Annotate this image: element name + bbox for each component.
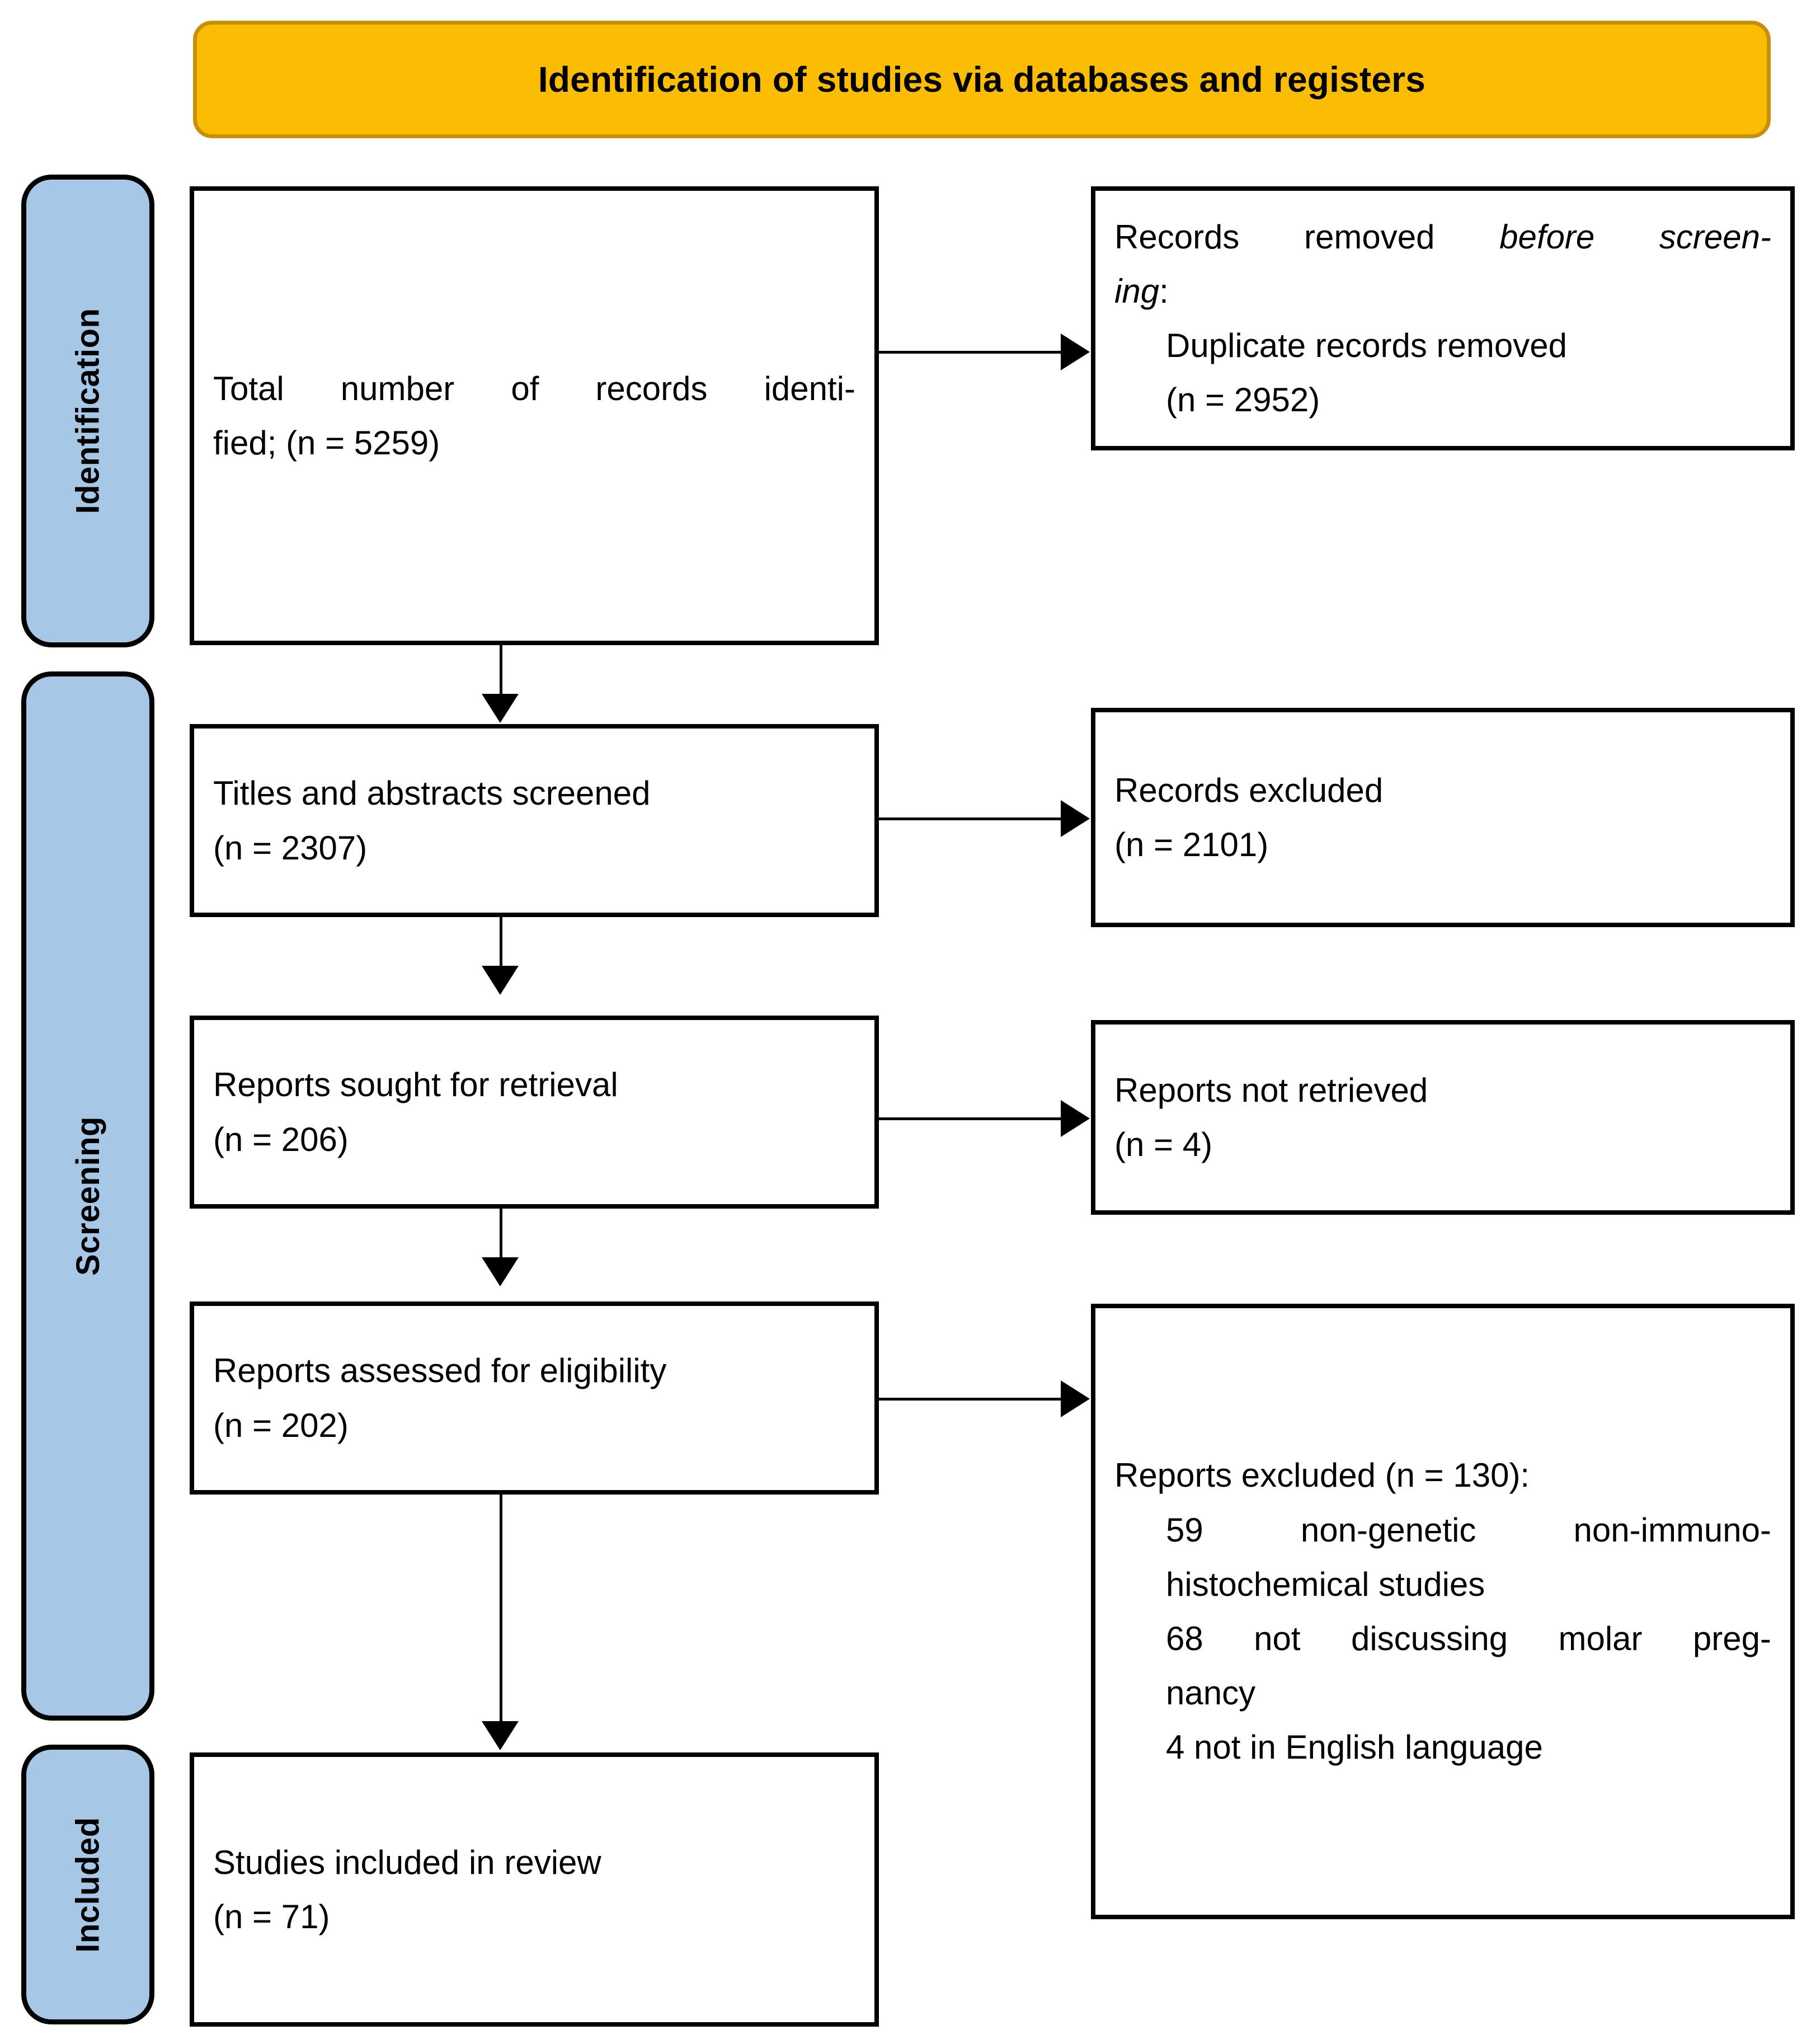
records-identified-line2: fied; (n = 5259)	[213, 424, 440, 462]
box-reports-sought-for-retrieval: Reports sought for retrieval (n = 206)	[190, 1016, 879, 1209]
records-removed-line2: ing:	[1114, 264, 1771, 318]
stage-identification-text: Identification	[69, 308, 106, 514]
arrow-down-icon-assessed-to-included	[482, 1721, 519, 1750]
box-studies-included-text: Studies included in review (n = 71)	[194, 1835, 874, 1944]
reports-excluded-line3: histochemical studies	[1166, 1565, 1485, 1603]
reports-excluded-line5: nancy	[1166, 1674, 1256, 1712]
diagram-header-banner: Identification of studies via databases …	[193, 21, 1771, 138]
connector-screened-to-sought	[500, 917, 502, 970]
reports-excluded-line4: 68 not discussing molar preg-	[1166, 1620, 1771, 1657]
stage-label-included: Included	[21, 1745, 154, 2024]
reports-not-retrieved-line2: (n = 4)	[1114, 1126, 1213, 1163]
arrow-down-icon-screened-to-sought	[482, 966, 519, 995]
connector-sought-to-assessed	[500, 1209, 502, 1261]
box-reports-excluded-text: Reports excluded (n = 130): 59 non-genet…	[1095, 1448, 1790, 1774]
box-reports-assessed-for-eligibility: Reports assessed for eligibility (n = 20…	[190, 1301, 879, 1495]
connector-screened-to-records-excluded	[879, 817, 1064, 820]
arrow-right-icon-sought-to-not-retrieved	[1061, 1100, 1090, 1137]
records-excluded-line2: (n = 2101)	[1114, 826, 1269, 863]
connector-identified-to-screened	[500, 645, 502, 698]
box-records-removed-before-screening: Records removed before screen- ing: Dupl…	[1091, 186, 1795, 450]
records-removed-line3: Duplicate records removed	[1166, 327, 1567, 364]
studies-included-line1: Studies included in review	[213, 1843, 601, 1881]
studies-included-line2: (n = 71)	[213, 1898, 330, 1935]
reports-not-retrieved-line1: Reports not retrieved	[1114, 1071, 1428, 1109]
records-removed-line4: (n = 2952)	[1166, 381, 1320, 419]
box-reports-not-retrieved: Reports not retrieved (n = 4)	[1091, 1020, 1795, 1215]
reports-assessed-line2: (n = 202)	[213, 1406, 349, 1444]
box-records-identified-text: Total number of records identi- fied; (n…	[194, 361, 874, 470]
banner-title: Identification of studies via databases …	[538, 59, 1426, 100]
box-reports-excluded: Reports excluded (n = 130): 59 non-genet…	[1091, 1304, 1795, 1919]
records-removed-line1: Records removed before screen-	[1114, 210, 1771, 264]
records-excluded-line1: Records excluded	[1114, 771, 1384, 809]
box-studies-included-in-review: Studies included in review (n = 71)	[190, 1752, 879, 2027]
arrow-right-icon-screened-to-records-excluded	[1061, 800, 1090, 837]
box-titles-abstracts-screened-text: Titles and abstracts screened (n = 2307)	[194, 766, 874, 875]
records-removed-line2-suffix: :	[1159, 272, 1169, 310]
box-records-identified: Total number of records identi- fied; (n…	[190, 186, 879, 645]
records-removed-line1-prefix: Records removed	[1114, 218, 1500, 256]
stage-included-text: Included	[69, 1816, 106, 1953]
box-reports-not-retrieved-text: Reports not retrieved (n = 4)	[1095, 1063, 1790, 1172]
box-records-excluded-text: Records excluded (n = 2101)	[1095, 763, 1790, 872]
reports-assessed-line1: Reports assessed for eligibility	[213, 1352, 667, 1390]
box-titles-abstracts-screened: Titles and abstracts screened (n = 2307)	[190, 724, 879, 917]
arrow-down-icon-sought-to-assessed	[482, 1257, 519, 1286]
connector-identified-to-removed	[879, 351, 1064, 354]
arrow-right-icon-identified-to-removed	[1061, 333, 1090, 370]
stage-label-screening: Screening	[21, 671, 154, 1721]
reports-sought-line2: (n = 206)	[213, 1120, 349, 1158]
stage-label-identification: Identification	[21, 175, 154, 647]
connector-assessed-to-reports-excluded	[879, 1398, 1064, 1401]
titles-screened-line2: (n = 2307)	[213, 829, 368, 867]
box-reports-sought-text: Reports sought for retrieval (n = 206)	[194, 1058, 874, 1166]
arrow-right-icon-assessed-to-reports-excluded	[1061, 1380, 1090, 1417]
stage-screening-text: Screening	[69, 1116, 106, 1276]
box-records-excluded: Records excluded (n = 2101)	[1091, 708, 1795, 927]
reports-sought-line1: Reports sought for retrieval	[213, 1066, 618, 1104]
arrow-down-icon-identified-to-screened	[482, 694, 519, 723]
reports-excluded-line6: 4 not in English language	[1166, 1728, 1543, 1766]
connector-sought-to-not-retrieved	[879, 1117, 1064, 1120]
records-identified-line1: Total number of records identi-	[213, 369, 855, 407]
box-reports-assessed-text: Reports assessed for eligibility (n = 20…	[194, 1343, 874, 1452]
box-records-removed-text: Records removed before screen- ing: Dupl…	[1095, 210, 1790, 427]
titles-screened-line1: Titles and abstracts screened	[213, 774, 651, 812]
records-removed-line1-italic: before screen-	[1499, 218, 1771, 256]
records-removed-line2-italic: ing	[1114, 272, 1160, 310]
reports-excluded-line1: Reports excluded (n = 130):	[1114, 1456, 1530, 1495]
connector-assessed-to-included	[500, 1495, 502, 1725]
reports-excluded-line2: 59 non-genetic non-immuno-	[1166, 1511, 1771, 1549]
